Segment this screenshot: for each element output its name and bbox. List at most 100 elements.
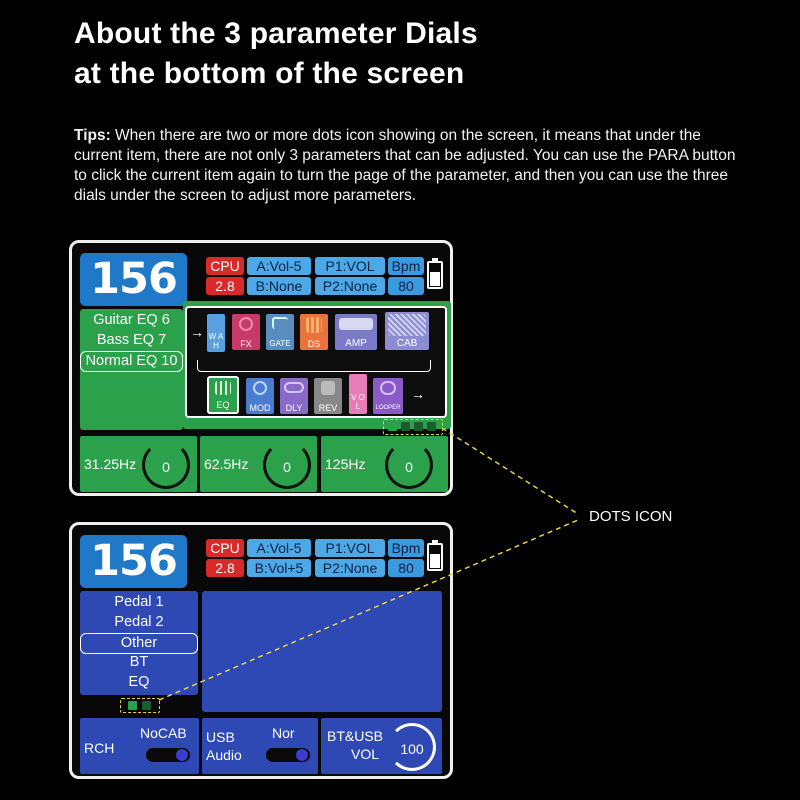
tempo-display: 156 <box>80 253 187 306</box>
chain-connector <box>197 360 431 372</box>
module-eq-label: EQ <box>216 400 230 410</box>
dial-vol-label: BT&USB <box>327 728 384 744</box>
page-dot-4 <box>427 422 436 431</box>
settings-menu: Pedal 1 Pedal 2 Other BT EQ <box>80 591 198 695</box>
module-rev[interactable]: REV <box>314 378 342 414</box>
gate-icon <box>272 317 288 329</box>
bpm-value: 80 <box>388 559 424 577</box>
chain-arrow-out-icon: → <box>411 386 425 402</box>
page-dot-1 <box>128 701 137 710</box>
module-ds[interactable]: DS <box>300 314 328 350</box>
cpu-value: 2.8 <box>206 559 244 577</box>
looper-icon <box>380 381 396 395</box>
dial-3-value: 0 <box>405 459 413 475</box>
slot-a[interactable]: A:Vol-5 <box>247 539 311 557</box>
signal-chain: → W A H FX GATE DS AMP CAB EQ <box>185 306 447 418</box>
page-dots-indicator <box>383 419 443 435</box>
page-dot-1 <box>388 422 397 431</box>
eq-icon <box>215 381 231 395</box>
menu-item-other[interactable]: Other <box>80 633 198 654</box>
vol-knob-icon[interactable] <box>388 723 436 771</box>
dial-1-value: 0 <box>162 459 170 475</box>
dial-1-knob-icon[interactable] <box>142 441 190 489</box>
cpu-label: CPU <box>206 539 244 557</box>
module-amp-label: AMP <box>345 338 367 349</box>
dial-3-knob-icon[interactable] <box>385 441 433 489</box>
module-eq[interactable]: EQ <box>207 376 239 414</box>
pedal-p1[interactable]: P1:VOL <box>315 257 385 275</box>
dial-usb-label: USB <box>206 729 235 745</box>
dial-2-knob-icon[interactable] <box>263 441 311 489</box>
dial-2-label: 62.5Hz <box>204 456 249 472</box>
preset-item-2[interactable]: Bass EQ 7 <box>96 332 167 348</box>
pedal-p1[interactable]: P1:VOL <box>315 539 385 557</box>
tempo-display: 156 <box>80 535 187 588</box>
module-vol-label: V O L <box>351 393 365 411</box>
fx-icon <box>239 317 253 331</box>
page-dots-indicator <box>120 698 160 713</box>
dial-vol-value: 100 <box>400 741 424 757</box>
module-fx-label: FX <box>240 339 252 349</box>
module-wah-label: W A H <box>208 332 224 350</box>
cpu-value: 2.8 <box>206 277 244 295</box>
menu-item-pedal-1[interactable]: Pedal 1 <box>114 594 164 610</box>
pedal-p2[interactable]: P2:None <box>315 559 385 577</box>
module-looper[interactable]: LOOPER <box>373 378 403 414</box>
cpu-label: CPU <box>206 257 244 275</box>
slot-a[interactable]: A:Vol-5 <box>247 257 311 275</box>
module-cab[interactable]: CAB <box>385 312 429 350</box>
module-dly[interactable]: DLY <box>280 378 308 414</box>
dial-3-label: 125Hz <box>325 456 366 472</box>
cab-icon <box>388 314 426 336</box>
menu-item-eq[interactable]: EQ <box>128 674 150 690</box>
chain-arrow-in-icon: → <box>190 324 204 340</box>
title-line-1: About the 3 parameter Dials <box>74 17 478 50</box>
module-mod-label: MOD <box>249 403 271 413</box>
dial-vol-label-2: VOL <box>351 746 380 762</box>
dial-cell-3[interactable]: 125Hz 0 <box>321 436 448 492</box>
slot-b[interactable]: B:Vol+5 <box>247 559 311 577</box>
screen-eq: 156 CPU 2.8 A:Vol-5 B:None P1:VOL P2:Non… <box>69 240 453 496</box>
amp-icon <box>339 318 373 330</box>
preset-item-3[interactable]: Normal EQ 10 <box>80 351 183 372</box>
dial-cell-rch[interactable]: RCH NoCAB <box>80 718 199 774</box>
dial-2-value: 0 <box>283 459 291 475</box>
dial-cell-vol[interactable]: BT&USB VOL 100 <box>321 718 442 774</box>
dial-cell-usb[interactable]: USB Audio Nor <box>202 718 318 774</box>
battery-icon <box>427 258 443 289</box>
tips-label: Tips: <box>74 127 111 144</box>
dots-icon-callout: DOTS ICON <box>589 508 673 525</box>
preset-item-1[interactable]: Guitar EQ 6 <box>93 312 170 328</box>
slot-b[interactable]: B:None <box>247 277 311 295</box>
pedal-p2[interactable]: P2:None <box>315 277 385 295</box>
reverb-icon <box>321 381 335 395</box>
module-gate[interactable]: GATE <box>266 314 294 350</box>
bpm-value: 80 <box>388 277 424 295</box>
tips-text: When there are two or more dots icon sho… <box>74 127 736 204</box>
dial-rch-label: RCH <box>84 740 115 756</box>
menu-item-pedal-2[interactable]: Pedal 2 <box>114 614 164 630</box>
dial-rch-value: NoCAB <box>140 725 187 741</box>
dial-cell-2[interactable]: 62.5Hz 0 <box>200 436 317 492</box>
delay-icon <box>284 382 304 393</box>
page-dot-2 <box>142 701 151 710</box>
module-mod[interactable]: MOD <box>246 378 274 414</box>
cab-toggle[interactable] <box>146 748 190 762</box>
module-vol[interactable]: V O L <box>349 374 367 414</box>
battery-icon <box>427 540 443 571</box>
bpm-label: Bpm <box>388 539 424 557</box>
page-title: About the 3 parameter Dials at the botto… <box>74 14 478 94</box>
module-cab-label: CAB <box>396 338 418 349</box>
module-wah[interactable]: W A H <box>207 314 225 352</box>
module-amp[interactable]: AMP <box>335 314 377 350</box>
distortion-icon <box>306 317 322 333</box>
module-gate-label: GATE <box>269 339 291 348</box>
module-fx[interactable]: FX <box>232 314 260 350</box>
dial-cell-1[interactable]: 31.25Hz 0 <box>80 436 197 492</box>
dial-usb-value: Nor <box>272 725 295 741</box>
title-line-2: at the bottom of the screen <box>74 57 465 90</box>
bpm-label: Bpm <box>388 257 424 275</box>
module-looper-label: LOOPER <box>375 405 401 411</box>
menu-item-bt[interactable]: BT <box>129 654 149 670</box>
usb-audio-toggle[interactable] <box>266 748 310 762</box>
